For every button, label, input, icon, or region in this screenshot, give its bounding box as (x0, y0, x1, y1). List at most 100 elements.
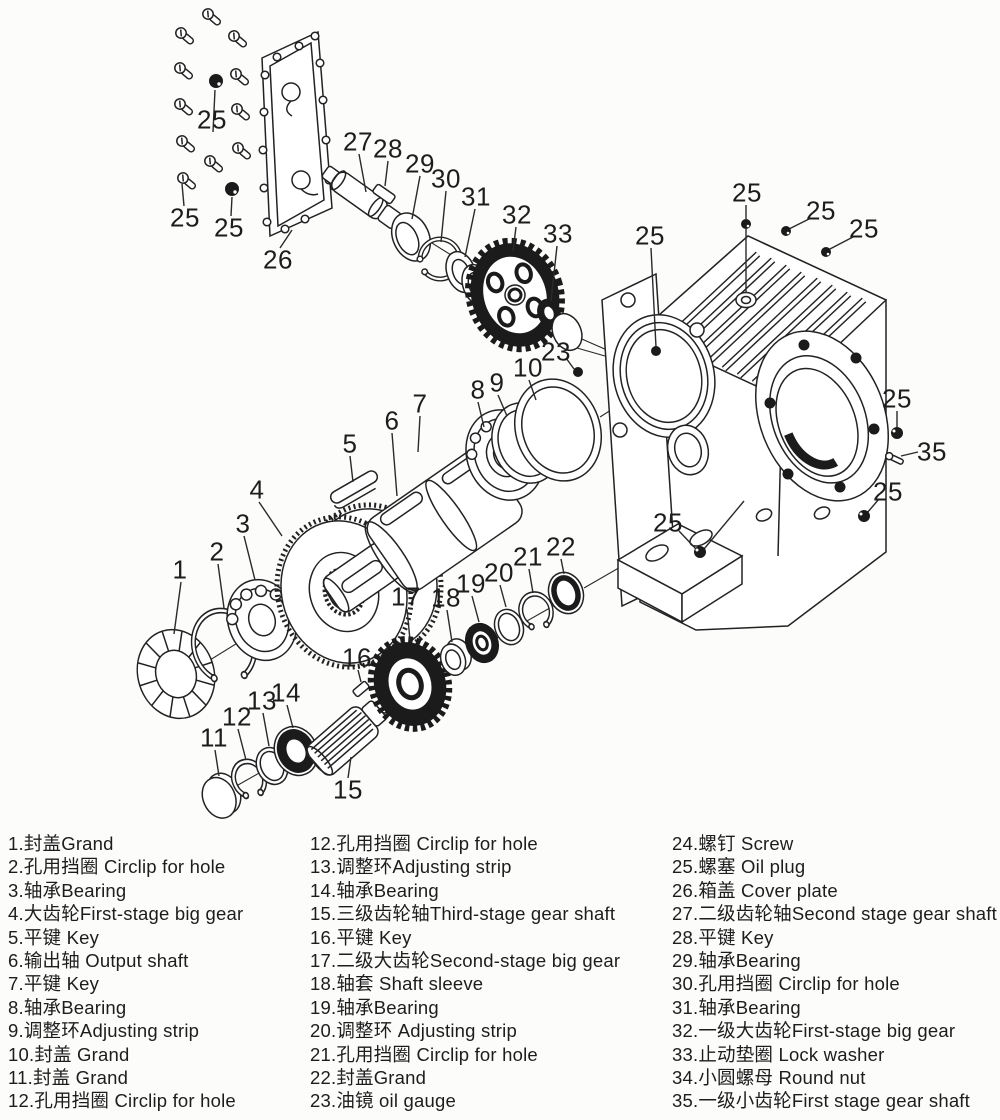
part-callout: 25 (849, 213, 879, 244)
parts-list-item: 27.二级齿轮轴Second stage gear shaft (672, 903, 997, 925)
part-callout: 25 (197, 104, 227, 135)
part-callout: 3 (235, 508, 251, 539)
part-callout: 33 (543, 218, 573, 249)
parts-list-item: 10.封盖 Grand (8, 1043, 130, 1065)
part-callout: 20 (484, 557, 514, 588)
part-callout: 7 (412, 388, 428, 419)
part-callout: 23 (541, 336, 571, 367)
parts-list-item: 30.孔用挡圈 Circlip for hole (672, 973, 900, 995)
parts-list-item: 7.平键 Key (8, 973, 100, 995)
part-22-cover-ring (547, 571, 585, 615)
part-callout: 18 (431, 582, 461, 613)
parts-list-item: 8.轴承Bearing (8, 996, 127, 1018)
parts-list-item: 35.一级小齿轮First stage gear shaft (672, 1090, 970, 1112)
part-21-circlip (518, 591, 554, 631)
parts-list-item: 34.小圆螺母 Round nut (672, 1067, 866, 1089)
parts-list-item: 2.孔用挡圈 Circlip for hole (8, 856, 226, 878)
part-callout: 10 (513, 352, 543, 383)
part-callout: 17 (391, 581, 421, 612)
parts-list-item: 9.调整环Adjusting strip (8, 1020, 200, 1042)
parts-list-item: 32.一级大齿轮First-stage big gear (672, 1020, 956, 1042)
callout-layer: 25 25 25 26 27 28 29 30 31 32 33 23 25 2… (170, 104, 947, 805)
oil-plugs-top (209, 74, 239, 196)
part-35-first-stage-pinion (884, 451, 904, 465)
parts-list-item: 3.轴承Bearing (8, 879, 127, 901)
parts-list-item: 21.孔用挡圈 Circlip for hole (310, 1043, 538, 1065)
output-flange (754, 330, 890, 502)
parts-list-item: 17.二级大齿轮Second-stage big gear (310, 950, 621, 972)
part-20-adjusting-ring (493, 608, 525, 646)
parts-list-item: 1.封盖Grand (8, 833, 114, 854)
part-callout: 25 (732, 177, 762, 208)
part-callout: 4 (249, 474, 265, 505)
housing-body (601, 235, 890, 631)
part-18-shaft-sleeve (439, 638, 472, 677)
parts-list-item: 24.螺钉 Screw (672, 833, 794, 854)
oil-gauge-glass (551, 312, 583, 352)
input-bore (612, 313, 716, 439)
part-callout: 15 (333, 774, 363, 805)
part-callout: 22 (546, 531, 576, 562)
part-17-second-stage-big-gear (367, 636, 453, 732)
part-callout: 2 (209, 536, 225, 567)
parts-list-item: 22.封盖Grand (310, 1067, 427, 1089)
part-callout: 29 (405, 148, 435, 179)
leader-lines (173, 89, 919, 779)
part-callout: 25 (882, 383, 912, 414)
part-16-key (352, 680, 370, 698)
parts-list-item: 25.螺塞 Oil plug (672, 856, 806, 878)
part-callout: 6 (384, 405, 400, 436)
part-callout: 11 (200, 722, 228, 753)
parts-list-item: 29.轴承Bearing (672, 950, 801, 972)
part-callout: 21 (513, 541, 543, 572)
part-callout: 25 (635, 220, 665, 251)
parts-list-item: 13.调整环Adjusting strip (310, 856, 512, 878)
leader-dots (573, 219, 903, 558)
part-callout: 25 (873, 476, 903, 507)
part-callout: 35 (917, 436, 947, 467)
part-19-bearing (464, 622, 500, 664)
parts-list-item: 4.大齿轮First-stage big gear (8, 903, 244, 925)
parts-list-item: 11.封盖 Grand (8, 1067, 129, 1089)
part-10-cover-ring (513, 378, 603, 482)
part-28-key (372, 183, 396, 205)
parts-list-item: 33.止动垫圈 Lock washer (672, 1043, 885, 1065)
part-callout: 14 (271, 677, 301, 708)
part-callout: 12 (222, 701, 252, 732)
part-callout: 25 (653, 507, 683, 538)
parts-list-item: 19.轴承Bearing (310, 996, 439, 1018)
part-callout: 19 (456, 568, 486, 599)
parts-list-item: 18.轴套 Shaft sleeve (310, 973, 484, 995)
parts-list-item: 15.三级齿轮轴Third-stage gear shaft (310, 903, 616, 925)
part-32-first-stage-big-gear (465, 237, 565, 353)
part-callout: 1 (172, 554, 188, 585)
part-callout: 28 (373, 133, 403, 164)
parts-list-item: 16.平键 Key (310, 926, 412, 948)
part-callout: 31 (461, 181, 491, 212)
part-callout: 5 (342, 428, 358, 459)
part-callout: 25 (170, 202, 200, 233)
parts-list-item: 23.油镜 oil gauge (310, 1090, 456, 1112)
part-callout: 25 (214, 212, 244, 243)
part-callout: 32 (502, 199, 532, 230)
parts-list-item: 12.孔用挡圈 Circlip for hole (310, 833, 538, 854)
parts-list-item: 28.平键 Key (672, 926, 774, 948)
parts-list-item: 5.平键 Key (8, 926, 100, 948)
exploded-diagram (136, 5, 919, 819)
part-callout: 9 (489, 367, 505, 398)
parts-list-item: 31.轴承Bearing (672, 996, 801, 1018)
parts-list-item: 20.调整环 Adjusting strip (310, 1020, 517, 1042)
part-5-key (329, 470, 379, 509)
part-callout: 13 (247, 685, 277, 716)
part-14-bearing (273, 725, 319, 777)
parts-list-item: 12.孔用挡圈 Circlip for hole (8, 1090, 236, 1112)
part-callout: 30 (431, 163, 461, 194)
parts-list-item: 26.箱盖 Cover plate (672, 879, 838, 901)
part-callout: 25 (806, 195, 836, 226)
parts-list-item: 14.轴承Bearing (310, 879, 439, 901)
